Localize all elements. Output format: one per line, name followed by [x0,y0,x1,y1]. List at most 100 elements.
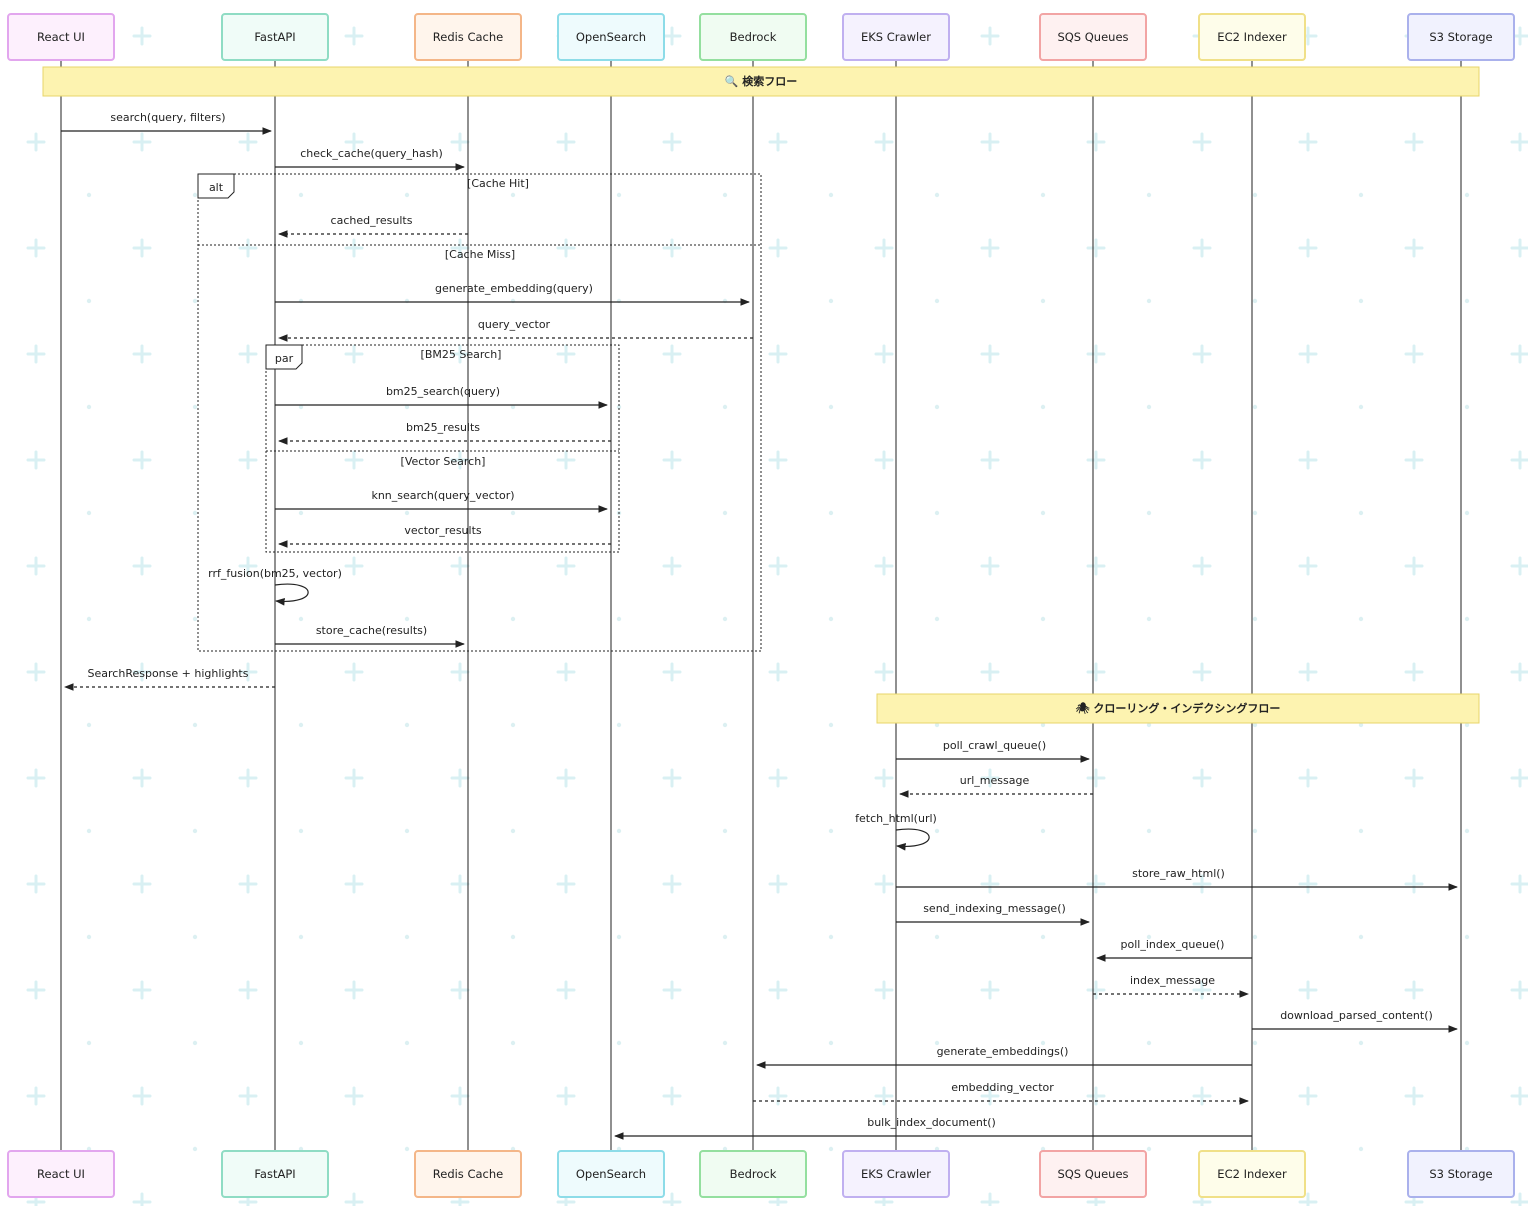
par-section-vector: [Vector Search] [401,455,486,468]
message-8: knn_search(query_vector) [275,489,608,513]
message-15-label: fetch_html(url) [855,812,937,825]
message-6: bm25_search(query) [275,385,608,409]
alt-section-cache-hit: [Cache Hit] [467,177,529,190]
actor-sqs-label: SQS Queues [1057,1167,1128,1181]
actor-react-label: React UI [37,30,85,44]
message-20: download_parsed_content() [1252,1009,1458,1033]
actor-fastapi-bottom[interactable]: FastAPI [221,1150,329,1198]
actor-sqs-top[interactable]: SQS Queues [1039,13,1147,61]
note-search-flow-label: 🔍 検索フロー [725,74,798,88]
actor-crawler-label: EKS Crawler [861,30,931,44]
actor-crawler-bottom[interactable]: EKS Crawler [842,1150,950,1198]
alt-keyword: alt [209,181,224,194]
actor-redis-label: Redis Cache [433,30,503,44]
actor-s3-label: S3 Storage [1429,30,1492,44]
message-16: store_raw_html() [896,867,1458,891]
messages: search(query, filters) check_cache(query_… [61,111,1458,1140]
actor-redis-bottom[interactable]: Redis Cache [414,1150,522,1198]
actor-sqs-bottom[interactable]: SQS Queues [1039,1150,1147,1198]
actor-s3-label: S3 Storage [1429,1167,1492,1181]
message-19: index_message [1093,974,1249,998]
message-22-label: embedding_vector [951,1081,1054,1094]
message-15-arrow [895,828,930,851]
message-16-label: store_raw_html() [1132,867,1225,880]
actor-indexer-label: EC2 Indexer [1217,30,1287,44]
message-12: SearchResponse + highlights [64,667,275,691]
message-7-label: bm25_results [406,421,480,434]
actor-s3-top[interactable]: S3 Storage [1407,13,1515,61]
message-11: store_cache(results) [275,624,465,648]
par-section-bm25: [BM25 Search] [421,348,502,361]
message-15: fetch_html(url) [855,812,937,851]
message-14-label: url_message [960,774,1030,787]
message-23-label: bulk_index_document() [867,1116,996,1129]
message-18-label: poll_index_queue() [1121,938,1225,951]
actor-bedrock-label: Bedrock [730,30,777,44]
actor-bedrock-bottom[interactable]: Bedrock [699,1150,807,1198]
actor-crawler-top[interactable]: EKS Crawler [842,13,950,61]
message-4-label: generate_embedding(query) [435,282,593,295]
note-crawl-flow-label: 🕷 クローリング・インデクシングフロー [1076,701,1281,715]
message-10: rrf_fusion(bm25, vector) [208,567,342,606]
actor-redis-top[interactable]: Redis Cache [414,13,522,61]
actor-fastapi-label: FastAPI [254,30,295,44]
message-17: send_indexing_message() [896,902,1090,926]
message-7: bm25_results [278,421,611,445]
message-21: generate_embeddings() [756,1045,1252,1069]
message-17-label: send_indexing_message() [923,902,1066,915]
par-keyword: par [275,352,294,365]
message-5-label: query_vector [478,318,551,331]
message-11-label: store_cache(results) [316,624,427,637]
actor-react-label: React UI [37,1167,85,1181]
actor-crawler-label: EKS Crawler [861,1167,931,1181]
message-9-label: vector_results [404,524,482,537]
actor-indexer-bottom[interactable]: EC2 Indexer [1198,1150,1306,1198]
actor-fastapi-top[interactable]: FastAPI [221,13,329,61]
actor-react-top[interactable]: React UI [7,13,115,61]
message-1-label: search(query, filters) [110,111,225,124]
actor-react-bottom[interactable]: React UI [7,1150,115,1198]
actor-opensearch-top[interactable]: OpenSearch [557,13,665,61]
actor-opensearch-label: OpenSearch [576,1167,646,1181]
alt-fragment: alt [Cache Hit] [Cache Miss] [197,173,762,652]
message-14: url_message [899,774,1093,798]
message-5: query_vector [278,318,753,342]
actor-redis-label: Redis Cache [433,1167,503,1181]
message-3-label: cached_results [331,214,413,227]
message-22: embedding_vector [753,1081,1249,1105]
message-13: poll_crawl_queue() [896,739,1090,763]
actor-indexer-top[interactable]: EC2 Indexer [1198,13,1306,61]
message-1: search(query, filters) [61,111,272,135]
message-23: bulk_index_document() [614,1116,1252,1140]
alt-section-cache-miss: [Cache Miss] [445,248,515,261]
actor-indexer-label: EC2 Indexer [1217,1167,1287,1181]
par-fragment: par [BM25 Search] [Vector Search] [265,344,620,553]
message-3: cached_results [278,214,468,238]
actor-fastapi-label: FastAPI [254,1167,295,1181]
actor-opensearch-label: OpenSearch [576,30,646,44]
note-search-flow: 🔍 検索フロー [42,66,1480,97]
message-4: generate_embedding(query) [275,282,750,306]
message-20-label: download_parsed_content() [1280,1009,1433,1022]
message-2: check_cache(query_hash) [275,147,465,171]
message-10-label: rrf_fusion(bm25, vector) [208,567,342,580]
message-10-arrow [274,583,309,606]
actor-s3-bottom[interactable]: S3 Storage [1407,1150,1515,1198]
message-13-label: poll_crawl_queue() [943,739,1046,752]
message-9: vector_results [278,524,611,548]
message-21-label: generate_embeddings() [937,1045,1069,1058]
actor-opensearch-bottom[interactable]: OpenSearch [557,1150,665,1198]
lifelines [60,60,1462,1151]
message-8-label: knn_search(query_vector) [371,489,514,502]
message-19-label: index_message [1130,974,1215,987]
message-2-label: check_cache(query_hash) [300,147,443,160]
actor-sqs-label: SQS Queues [1057,30,1128,44]
actor-bedrock-top[interactable]: Bedrock [699,13,807,61]
message-12-label: SearchResponse + highlights [88,667,249,680]
actor-bedrock-label: Bedrock [730,1167,777,1181]
note-crawl-flow: 🕷 クローリング・インデクシングフロー [876,693,1480,724]
message-6-label: bm25_search(query) [386,385,500,398]
actors: React UI React UI FastAPI FastAPI Redis Cach… [7,13,1515,1198]
